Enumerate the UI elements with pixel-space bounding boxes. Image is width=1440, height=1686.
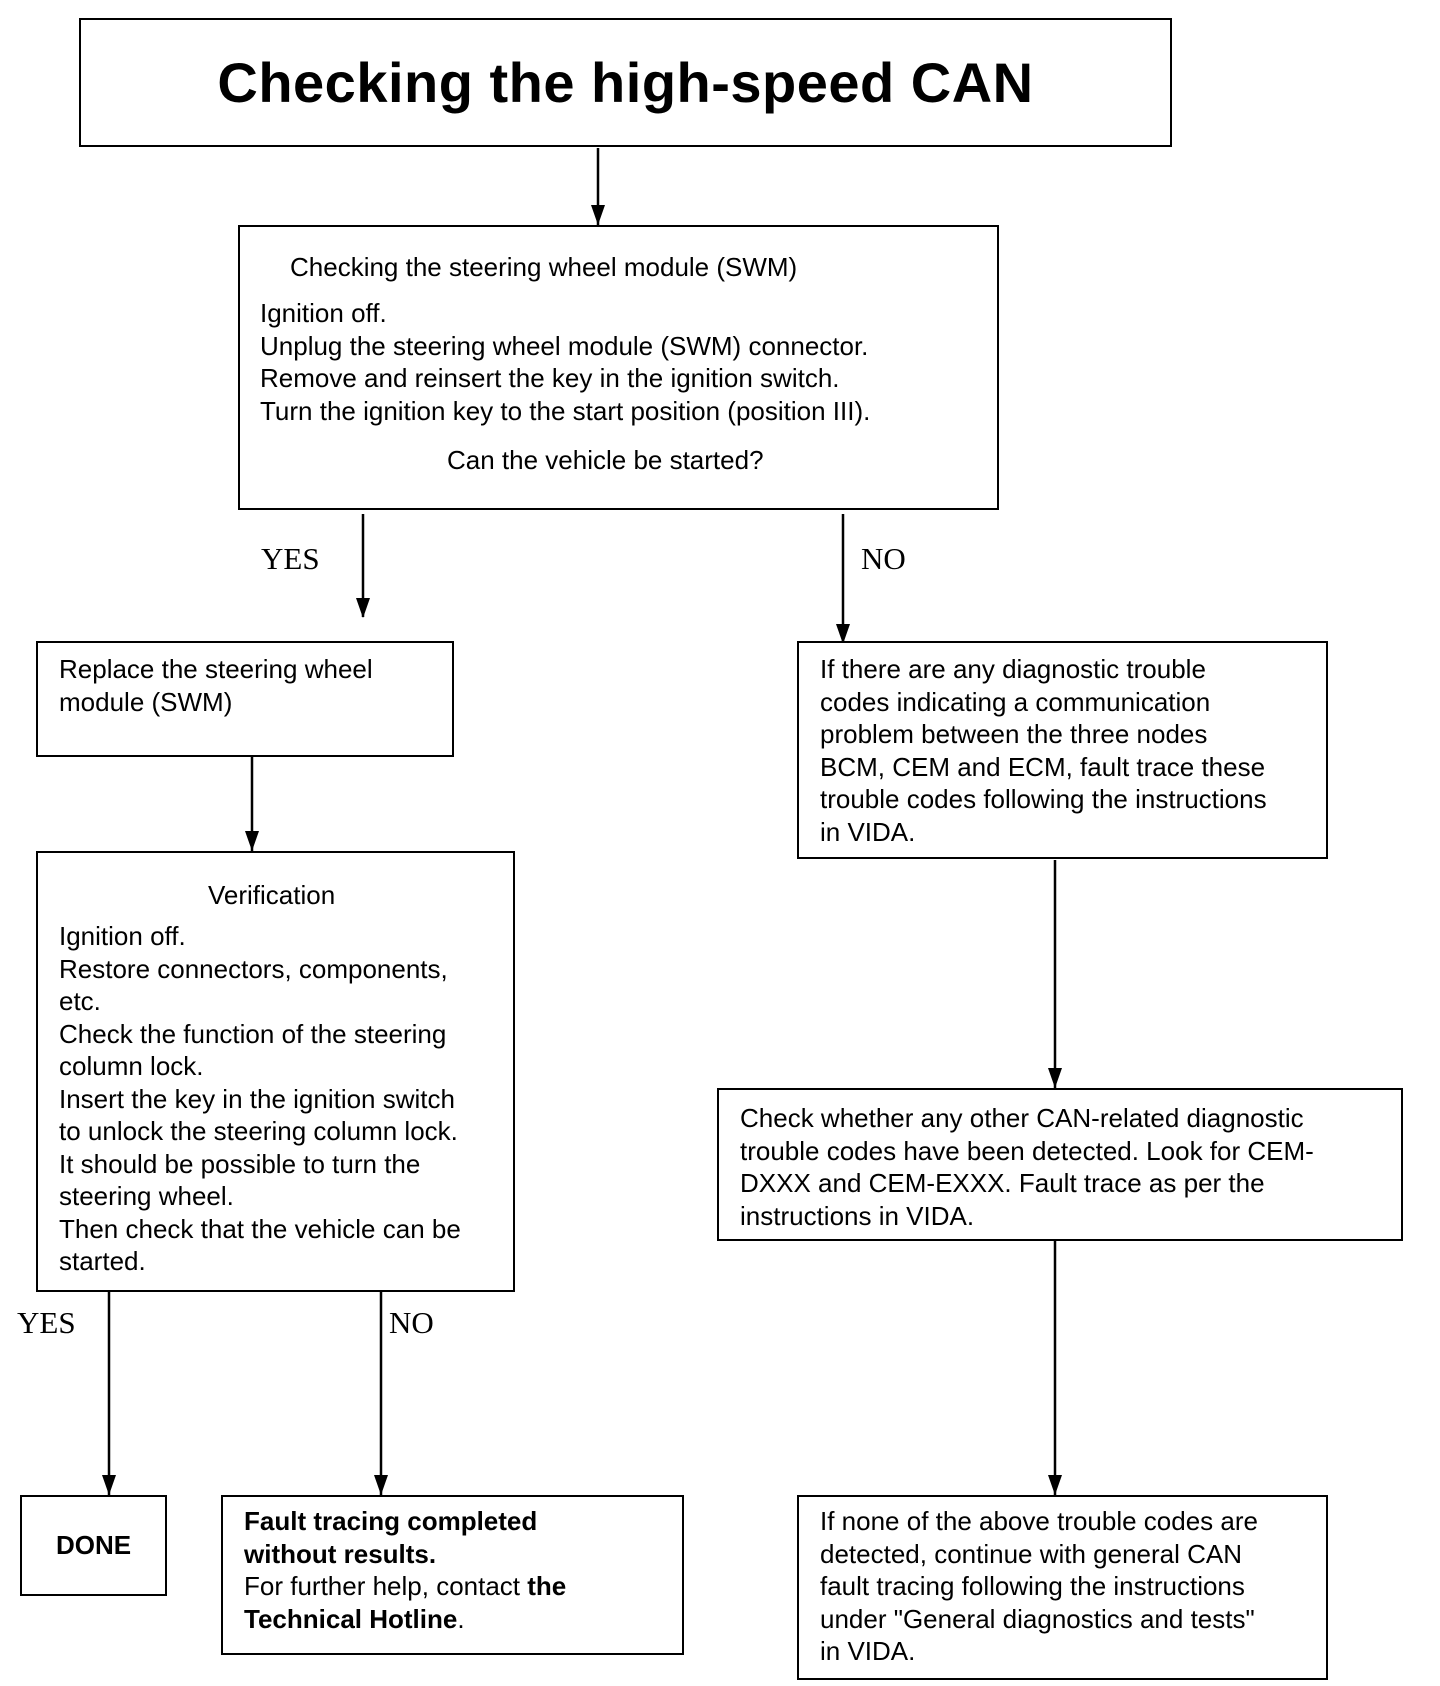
fault-help-suffix: . bbox=[457, 1603, 465, 1634]
swm-check-steps: Ignition off. Unplug the steering wheel … bbox=[260, 297, 870, 427]
swm-step: Remove and reinsert the key in the ignit… bbox=[260, 363, 840, 393]
yes-label: YES bbox=[261, 541, 320, 576]
general-can-text: fault tracing following the instructions bbox=[820, 1571, 1245, 1601]
verification-heading: Verification bbox=[208, 880, 336, 910]
other-can-text: Check whether any other CAN-related diag… bbox=[740, 1103, 1304, 1133]
technical-hotline-text: Technical Hotline bbox=[244, 1603, 458, 1634]
fault-help-line: Technical Hotline. bbox=[244, 1603, 682, 1636]
arrowhead bbox=[356, 598, 370, 618]
no-label: NO bbox=[861, 541, 906, 576]
verification-step: started. bbox=[59, 1246, 146, 1276]
fault-help-the: the bbox=[527, 1571, 567, 1601]
done-box: DONE bbox=[20, 1495, 167, 1596]
dtc-text: in VIDA. bbox=[820, 816, 916, 847]
no-label: NO bbox=[389, 1305, 434, 1340]
fault-help-prefix: For further help, contact bbox=[244, 1571, 528, 1601]
dtc-text: trouble codes following the instructions bbox=[820, 784, 1267, 814]
verification-step: Then check that the vehicle can be bbox=[59, 1213, 461, 1244]
replace-swm-box: Replace the steering wheel module (SWM) bbox=[36, 641, 454, 757]
yes-label: YES bbox=[17, 1305, 76, 1340]
arrowhead bbox=[836, 624, 850, 644]
arrowhead bbox=[374, 1475, 388, 1495]
verification-steps: Ignition off. Restore connectors, compon… bbox=[59, 920, 461, 1278]
flowchart-title: Checking the high-speed CAN bbox=[217, 51, 1034, 114]
verification-step: Check the function of the steering bbox=[59, 1018, 447, 1049]
other-can-text: DXXX and CEM-EXXX. Fault trace as per th… bbox=[740, 1168, 1265, 1198]
swm-step: Turn the ignition key to the start posit… bbox=[260, 395, 871, 426]
other-can-text: trouble codes have been detected. Look f… bbox=[740, 1135, 1314, 1166]
general-can-box: If none of the above trouble codes are d… bbox=[797, 1495, 1328, 1680]
other-can-dtc-box: Check whether any other CAN-related diag… bbox=[717, 1088, 1403, 1241]
fault-no-result-heading: without results. bbox=[244, 1538, 437, 1569]
general-can-text: detected, continue with general CAN bbox=[820, 1538, 1243, 1569]
dtc-text: problem between the three nodes bbox=[820, 719, 1208, 749]
arrowhead bbox=[1048, 1475, 1062, 1495]
fault-no-result-heading: Fault tracing completed bbox=[244, 1506, 538, 1536]
verification-step: to unlock the steering column lock. bbox=[59, 1116, 458, 1146]
replace-swm-text: Replace the steering wheel bbox=[59, 654, 373, 684]
verification-step: It should be possible to turn the bbox=[59, 1148, 421, 1179]
general-can-text: under "General diagnostics and tests" bbox=[820, 1603, 1255, 1634]
swm-step: Unplug the steering wheel module (SWM) c… bbox=[260, 330, 869, 361]
general-can-text: If none of the above trouble codes are bbox=[820, 1506, 1258, 1536]
dtc-text: BCM, CEM and ECM, fault trace these bbox=[820, 751, 1266, 782]
fault-no-result-box: Fault tracing completed without results.… bbox=[221, 1495, 684, 1655]
dtc-text: If there are any diagnostic trouble bbox=[820, 654, 1206, 684]
arrowhead bbox=[245, 831, 259, 851]
swm-check-question: Can the vehicle be started? bbox=[447, 445, 764, 475]
verification-step: steering wheel. bbox=[59, 1181, 234, 1211]
verification-step: Restore connectors, components, bbox=[59, 953, 448, 984]
arrowhead bbox=[102, 1475, 116, 1495]
verification-step: etc. bbox=[59, 986, 101, 1016]
swm-check-box: Checking the steering wheel module (SWM)… bbox=[238, 225, 999, 510]
done-label: DONE bbox=[55, 1530, 132, 1560]
verification-step: Insert the key in the ignition switch bbox=[59, 1083, 455, 1114]
dtc-text: codes indicating a communication bbox=[820, 686, 1211, 717]
arrowhead bbox=[591, 205, 605, 225]
arrowhead bbox=[1048, 1068, 1062, 1088]
dtc-three-nodes-box: If there are any diagnostic trouble code… bbox=[797, 641, 1328, 859]
title-box: Checking the high-speed CAN bbox=[79, 18, 1172, 147]
other-can-text: instructions in VIDA. bbox=[740, 1200, 975, 1231]
general-can-text: in VIDA. bbox=[820, 1636, 916, 1666]
swm-step: Ignition off. bbox=[260, 298, 387, 328]
verification-box: Verification Ignition off. Restore conne… bbox=[36, 851, 515, 1292]
verification-step: column lock. bbox=[59, 1051, 204, 1081]
swm-check-heading: Checking the steering wheel module (SWM) bbox=[290, 252, 798, 282]
replace-swm-text: module (SWM) bbox=[59, 686, 233, 717]
fault-help-line: For further help, contact the bbox=[244, 1570, 682, 1603]
verification-step: Ignition off. bbox=[59, 921, 186, 951]
